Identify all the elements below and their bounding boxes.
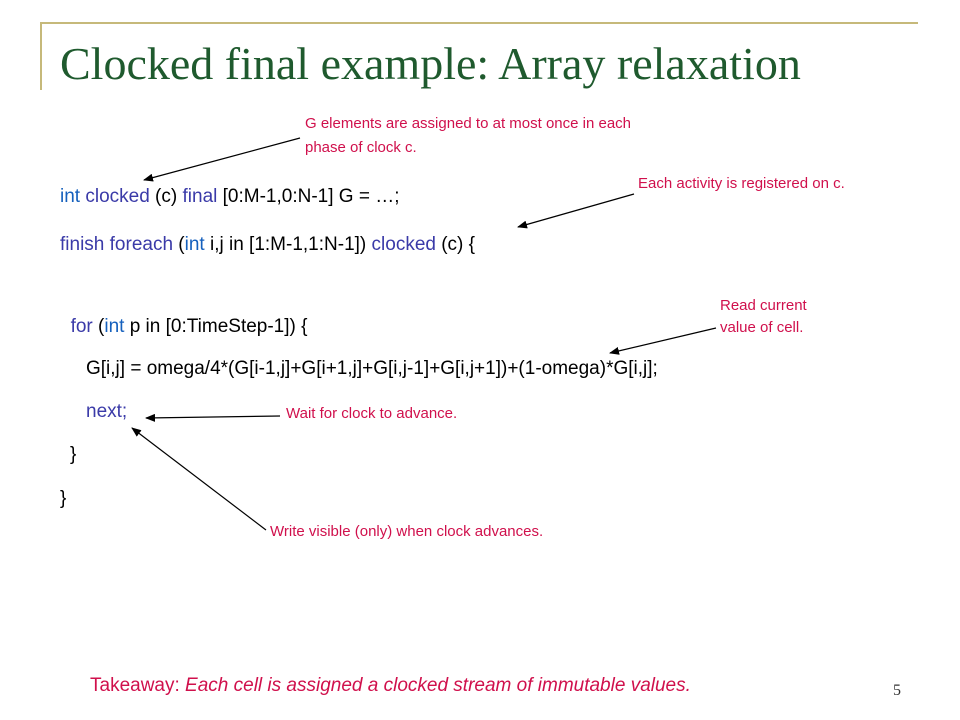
frame-left-rule [40,22,42,90]
code-keyword: int [104,316,125,337]
code-keyword: int [60,186,81,207]
code-keyword: int [184,234,205,255]
note-registered: Each activity is registered on c. [638,175,845,192]
page-number: 5 [893,682,901,699]
code-line-next: next; [86,401,128,422]
takeaway-text: Each cell is assigned a clocked stream o… [185,675,691,696]
code-keyword: clocked [85,186,150,207]
arrow-assign-once [143,137,301,182]
takeaway-label: Takeaway: [90,675,186,696]
arrow-wait-clock [145,413,281,422]
code-text: [0:M-1,0:N-1] G = …; [217,186,400,207]
frame-top-rule [40,22,918,24]
code-text: (c) [149,186,183,207]
code-text: p in [0:TimeStep-1]) { [124,316,308,337]
code-line-finish: finish foreach (int i,j in [1:M-1,1:N-1]… [60,232,475,258]
code-text: ( [173,234,185,255]
code-keyword: for [70,316,93,337]
takeaway: Takeaway: Each cell is assigned a clocke… [90,674,691,698]
note-assign-once-line2: phase of clock c. [305,139,417,156]
arrow-read-current [609,327,717,355]
note-assign-once-line1: G elements are assigned to at most once … [305,115,632,132]
code-text: i,j in [1:M-1,1:N-1]) [204,234,372,255]
code-keyword: foreach [109,234,174,255]
slide-title: Clocked final example: Array relaxation [60,38,801,89]
code-text: (c) { [435,234,476,255]
code-keyword: clocked [371,234,436,255]
note-read-current-line2: value of cell. [720,319,804,336]
note-write-visible: Write visible (only) when clock advances… [270,523,544,540]
code-line-close-for: } [70,444,77,465]
note-wait-clock: Wait for clock to advance. [286,405,458,422]
note-read-current-line1: Read current [720,297,807,314]
code-keyword: final [182,186,218,207]
arrow-write-visible [131,427,267,531]
code-keyword: finish [60,234,105,255]
code-text: ( [92,316,105,337]
code-line-close-finish: } [60,488,67,509]
code-line-update: G[i,j] = omega/4*(G[i-1,j]+G[i+1,j]+G[i,… [86,358,658,379]
code-line-for: for (int p in [0:TimeStep-1]) { [60,314,308,340]
code-line-decl: int clocked (c) final [0:M-1,0:N-1] G = … [60,184,400,210]
arrow-registered [517,193,635,229]
